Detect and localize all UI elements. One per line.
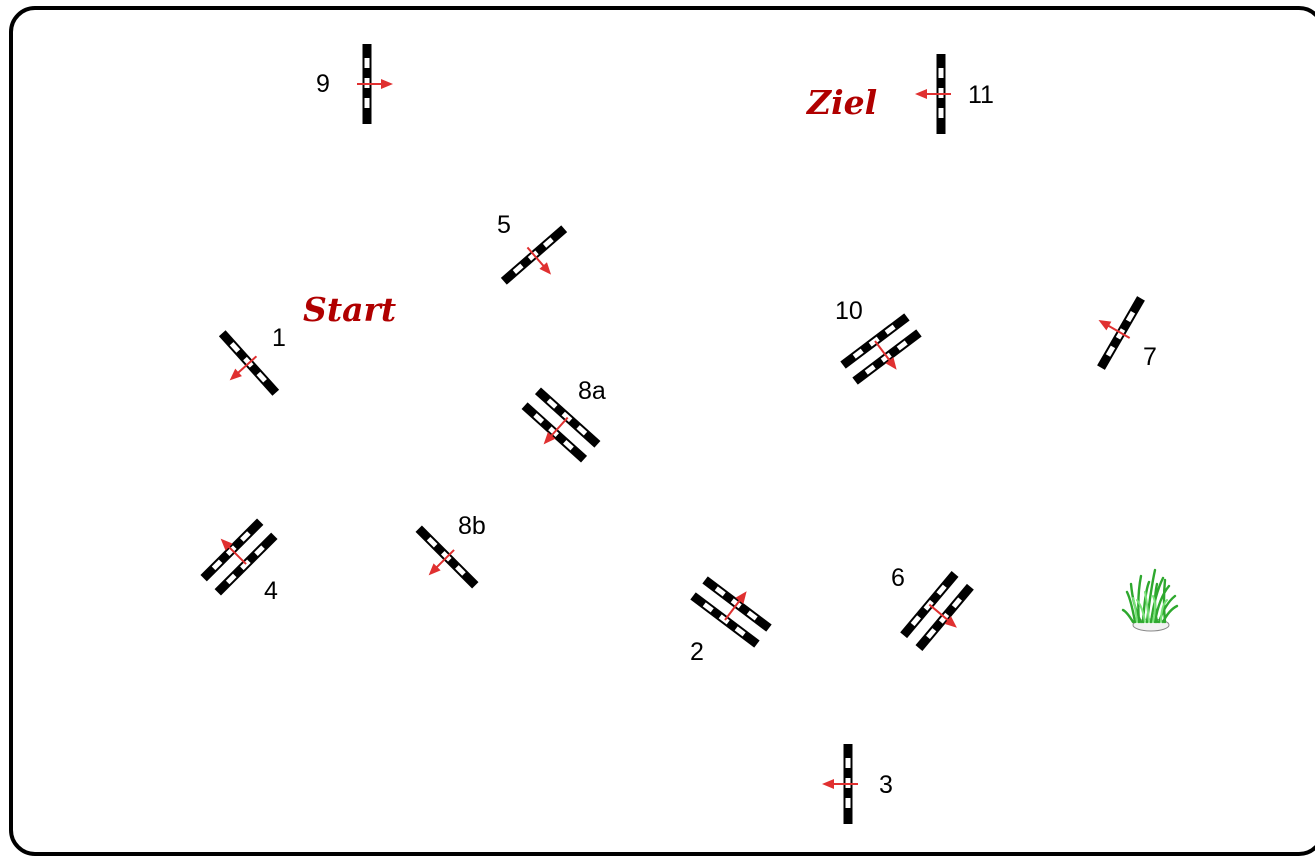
obstacle-label-4: 4	[264, 577, 278, 605]
start-label: Start	[303, 290, 396, 329]
obstacle-label-6: 6	[891, 564, 905, 592]
plant-icon	[1121, 568, 1179, 632]
obstacle-label-8a: 8a	[578, 377, 606, 405]
obstacle-label-5: 5	[497, 211, 511, 239]
obstacle-label-7: 7	[1143, 343, 1157, 371]
ziel-label: Ziel	[805, 83, 877, 122]
obstacle-label-10: 10	[835, 297, 863, 325]
obstacle-label-8b: 8b	[458, 512, 486, 540]
obstacle-label-2: 2	[690, 638, 704, 666]
obstacle-7	[1094, 296, 1145, 370]
obstacle-6	[900, 571, 982, 658]
obstacle-11	[914, 54, 952, 134]
obstacle-label-9: 9	[316, 70, 330, 98]
obstacle-label-11: 11	[968, 81, 994, 109]
obstacle-10	[840, 313, 928, 393]
course-border	[9, 6, 1315, 856]
obstacle-2	[690, 567, 778, 647]
obstacle-3	[821, 744, 859, 824]
obstacle-label-1: 1	[272, 324, 286, 352]
obstacle-9	[356, 44, 394, 124]
obstacle-label-3: 3	[879, 771, 893, 799]
